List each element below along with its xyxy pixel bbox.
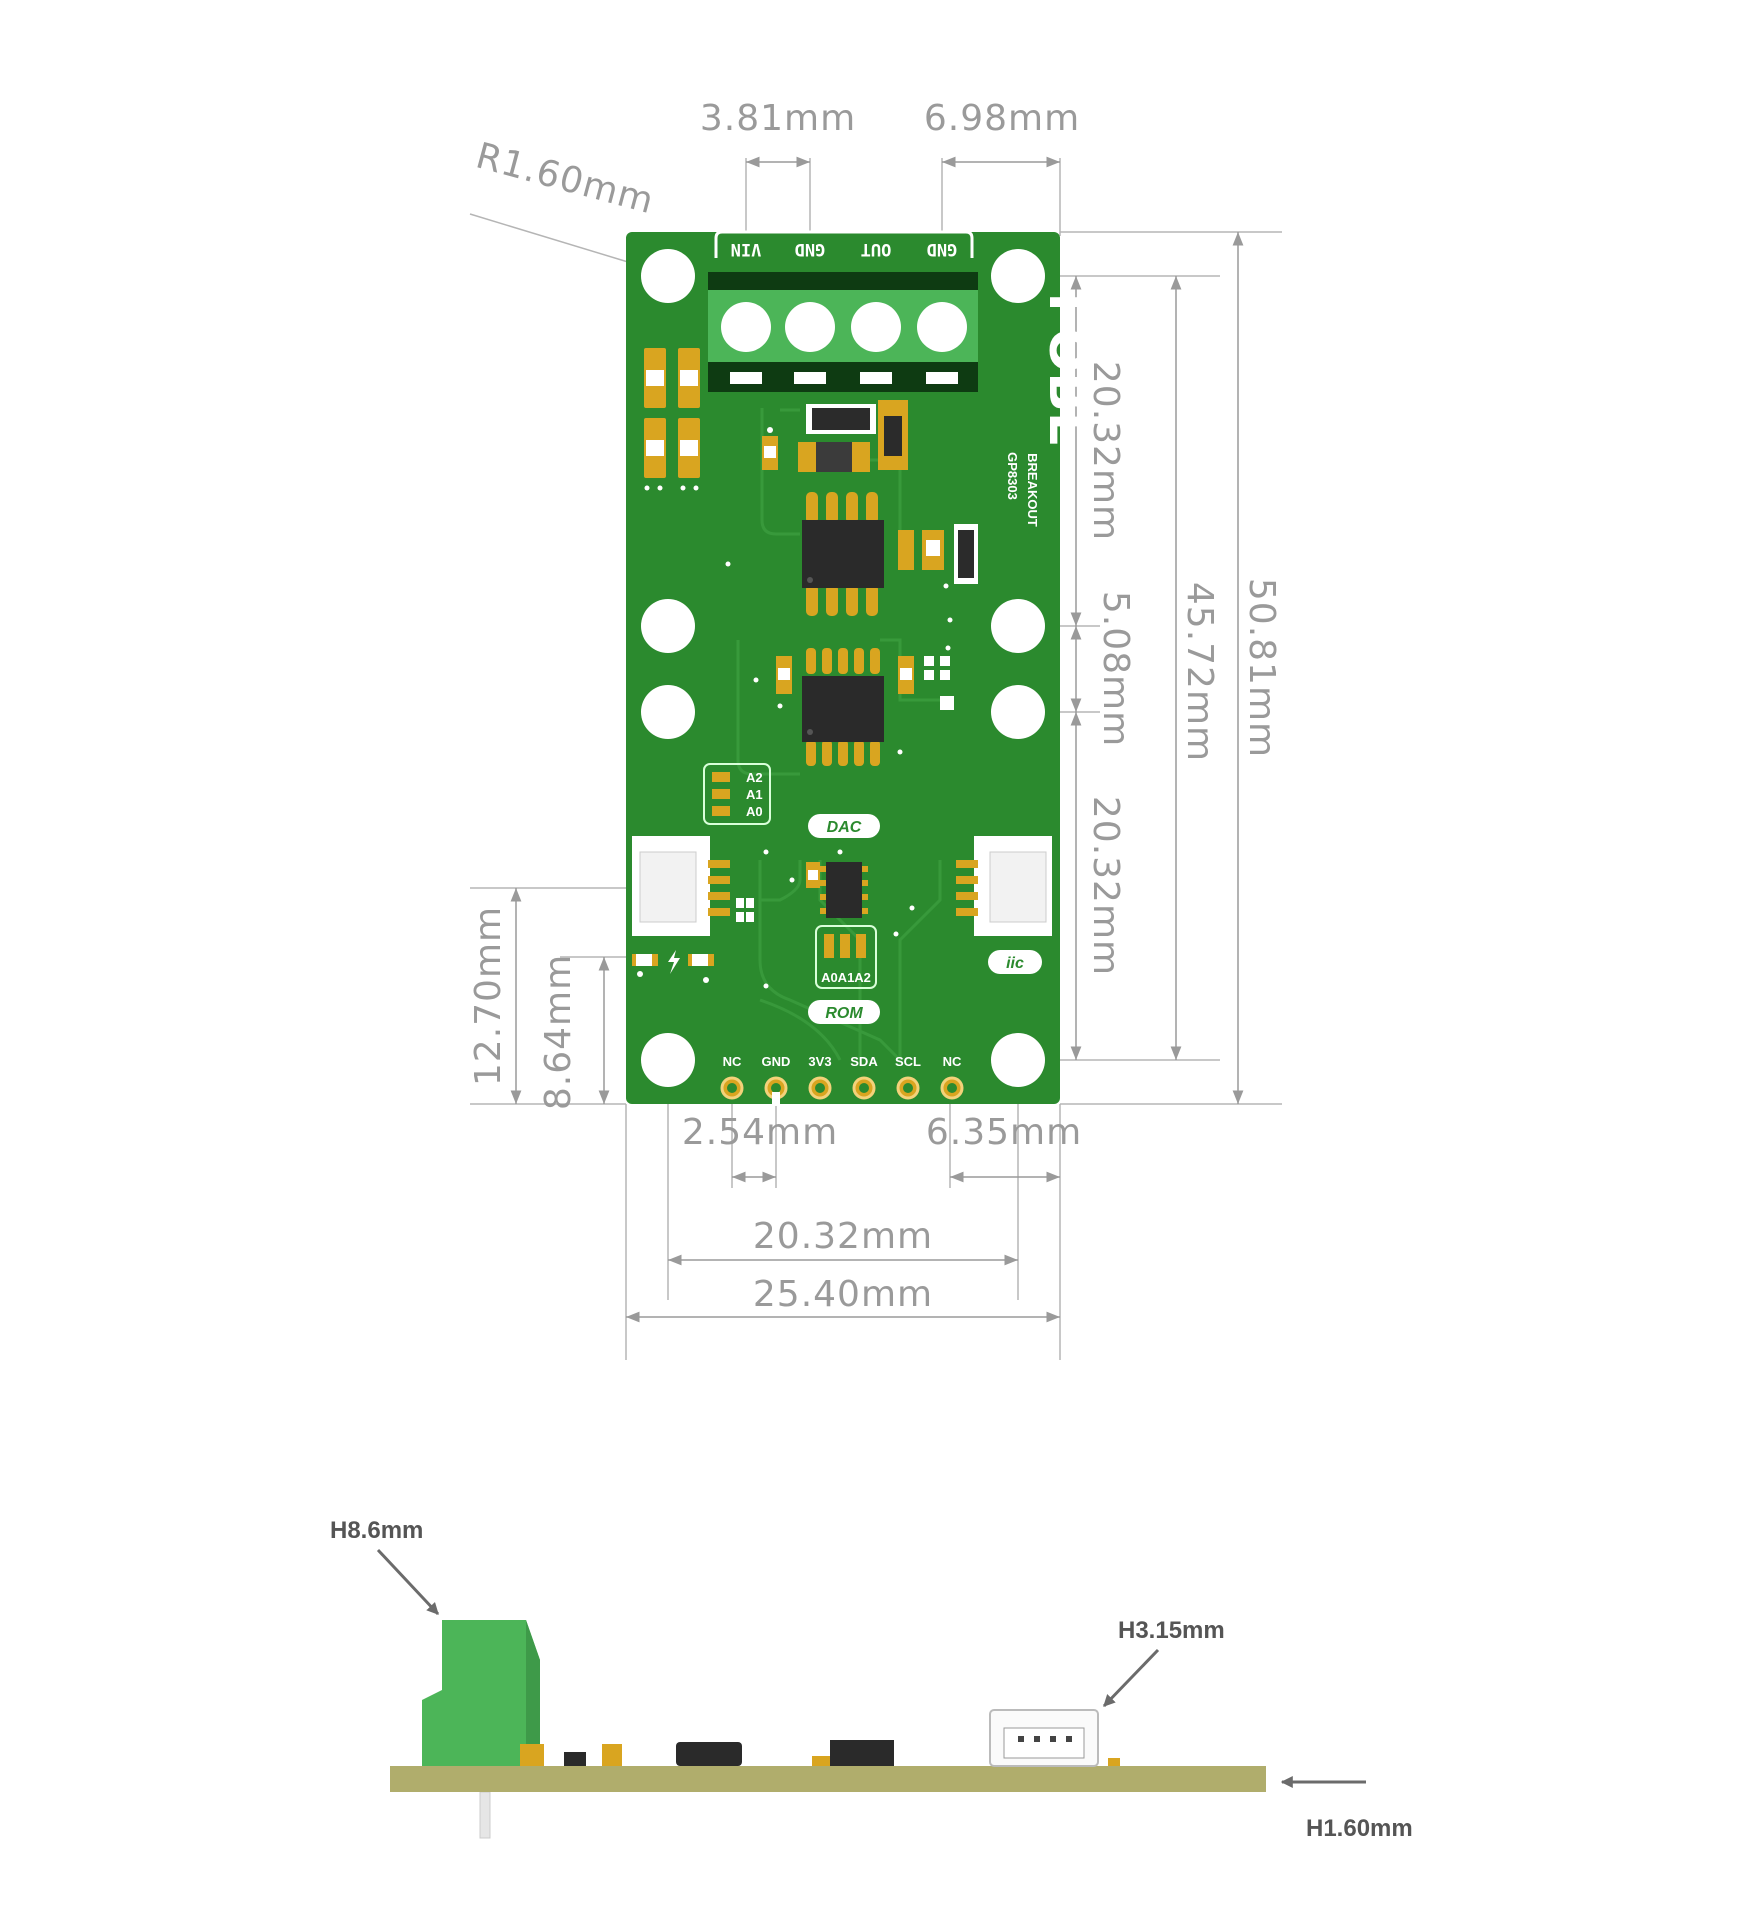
height-label-board: H1.60mm xyxy=(1306,1815,1413,1842)
side-pcb xyxy=(390,1766,1266,1792)
pin-label-sda: SDA xyxy=(850,1054,878,1069)
dim-label-25-40: 25.40mm xyxy=(753,1274,933,1315)
dim-label-2-54: 2.54mm xyxy=(682,1112,838,1153)
dim-label-6-35: 6.35mm xyxy=(926,1112,1082,1153)
pin-label-nc-1: NC xyxy=(723,1054,742,1069)
dac-tag: DAC xyxy=(808,814,880,838)
pin-label-3v3: 3V3 xyxy=(808,1054,831,1069)
dim-label-8-64: 8.64mm xyxy=(538,954,579,1110)
height-label-connector: H3.15mm xyxy=(1118,1617,1225,1644)
side-view: H8.6mm H3.15mm H1.60mm xyxy=(330,1517,1413,1842)
radius-label: R1.60mm xyxy=(472,135,659,222)
dim-label-20-32-lower: 20.32mm xyxy=(1085,796,1126,976)
vias xyxy=(725,561,953,989)
brand-line-model: GP8303 xyxy=(1005,452,1020,500)
i2c-connector-left xyxy=(632,836,754,936)
capacitor-array xyxy=(644,348,700,491)
dim-label-45-72: 45.72mm xyxy=(1179,582,1220,762)
height-label-terminal: H8.6mm xyxy=(330,1517,423,1544)
iic-tag: iic xyxy=(988,950,1042,974)
jumper-label-a0: A0 xyxy=(746,804,763,819)
i2c-connector-right xyxy=(956,836,1052,936)
ic-dac xyxy=(776,648,954,766)
pin-label-nc-2: NC xyxy=(943,1054,962,1069)
pin-label-gnd: GND xyxy=(762,1054,791,1069)
dim-label-6-98: 6.98mm xyxy=(924,98,1080,139)
dim-label-12-70: 12.70mm xyxy=(468,906,509,1086)
brand-line-breakout: BREAKOUT xyxy=(1025,453,1040,527)
brand-logo: FOBE xyxy=(1037,293,1097,448)
jumper-label-a1: A1 xyxy=(746,787,763,802)
iic-label: iic xyxy=(1006,955,1024,972)
pin-label-scl: SCL xyxy=(895,1054,921,1069)
jumper-label-a2: A2 xyxy=(746,770,763,785)
ic-upper xyxy=(802,492,884,616)
terminal-block: VIN GND OUT GND xyxy=(708,230,978,392)
terminal-label-gnd-2: GND xyxy=(927,239,958,259)
side-terminal-block xyxy=(422,1620,540,1766)
rom-jumper-label: A0A1A2 xyxy=(821,970,871,985)
dimension-lines xyxy=(510,156,1244,1323)
lightning-icon xyxy=(668,950,680,974)
address-jumpers: A2 A1 A0 xyxy=(703,763,771,825)
ic-rom xyxy=(806,862,868,918)
dim-label-20-32-upper: 20.32mm xyxy=(1085,361,1126,541)
dim-label-50-81: 50.81mm xyxy=(1241,578,1282,758)
terminal-label-out: OUT xyxy=(861,239,892,259)
top-components xyxy=(762,400,978,584)
terminal-label-vin: VIN xyxy=(731,239,762,259)
brand-mark: FOBE BREAKOUT GP8303 xyxy=(1005,293,1097,527)
rom-label: ROM xyxy=(825,1005,863,1022)
dim-label-5-08: 5.08mm xyxy=(1095,591,1136,747)
pin-header: NC GND 3V3 SDA SCL NC xyxy=(720,1054,964,1106)
dim-label-20-32-bottom: 20.32mm xyxy=(753,1216,933,1257)
terminal-label-gnd-1: GND xyxy=(795,239,826,259)
dim-label-3-81: 3.81mm xyxy=(700,98,856,139)
dac-label: DAC xyxy=(827,819,862,836)
mounting-holes xyxy=(641,249,1045,1087)
arrow-icon xyxy=(376,1548,1366,1788)
side-components xyxy=(520,1709,1120,1767)
rom-tag: ROM xyxy=(808,1000,880,1024)
pcb-board: VIN GND OUT GND FOBE BREAKOUT GP8303 xyxy=(626,230,1097,1106)
power-led xyxy=(632,950,714,983)
top-view: 3.81mm 6.98mm R1.60mm 20.32mm 5.08mm 20.… xyxy=(468,98,1282,1360)
rom-jumpers: A0A1A2 xyxy=(815,925,877,989)
